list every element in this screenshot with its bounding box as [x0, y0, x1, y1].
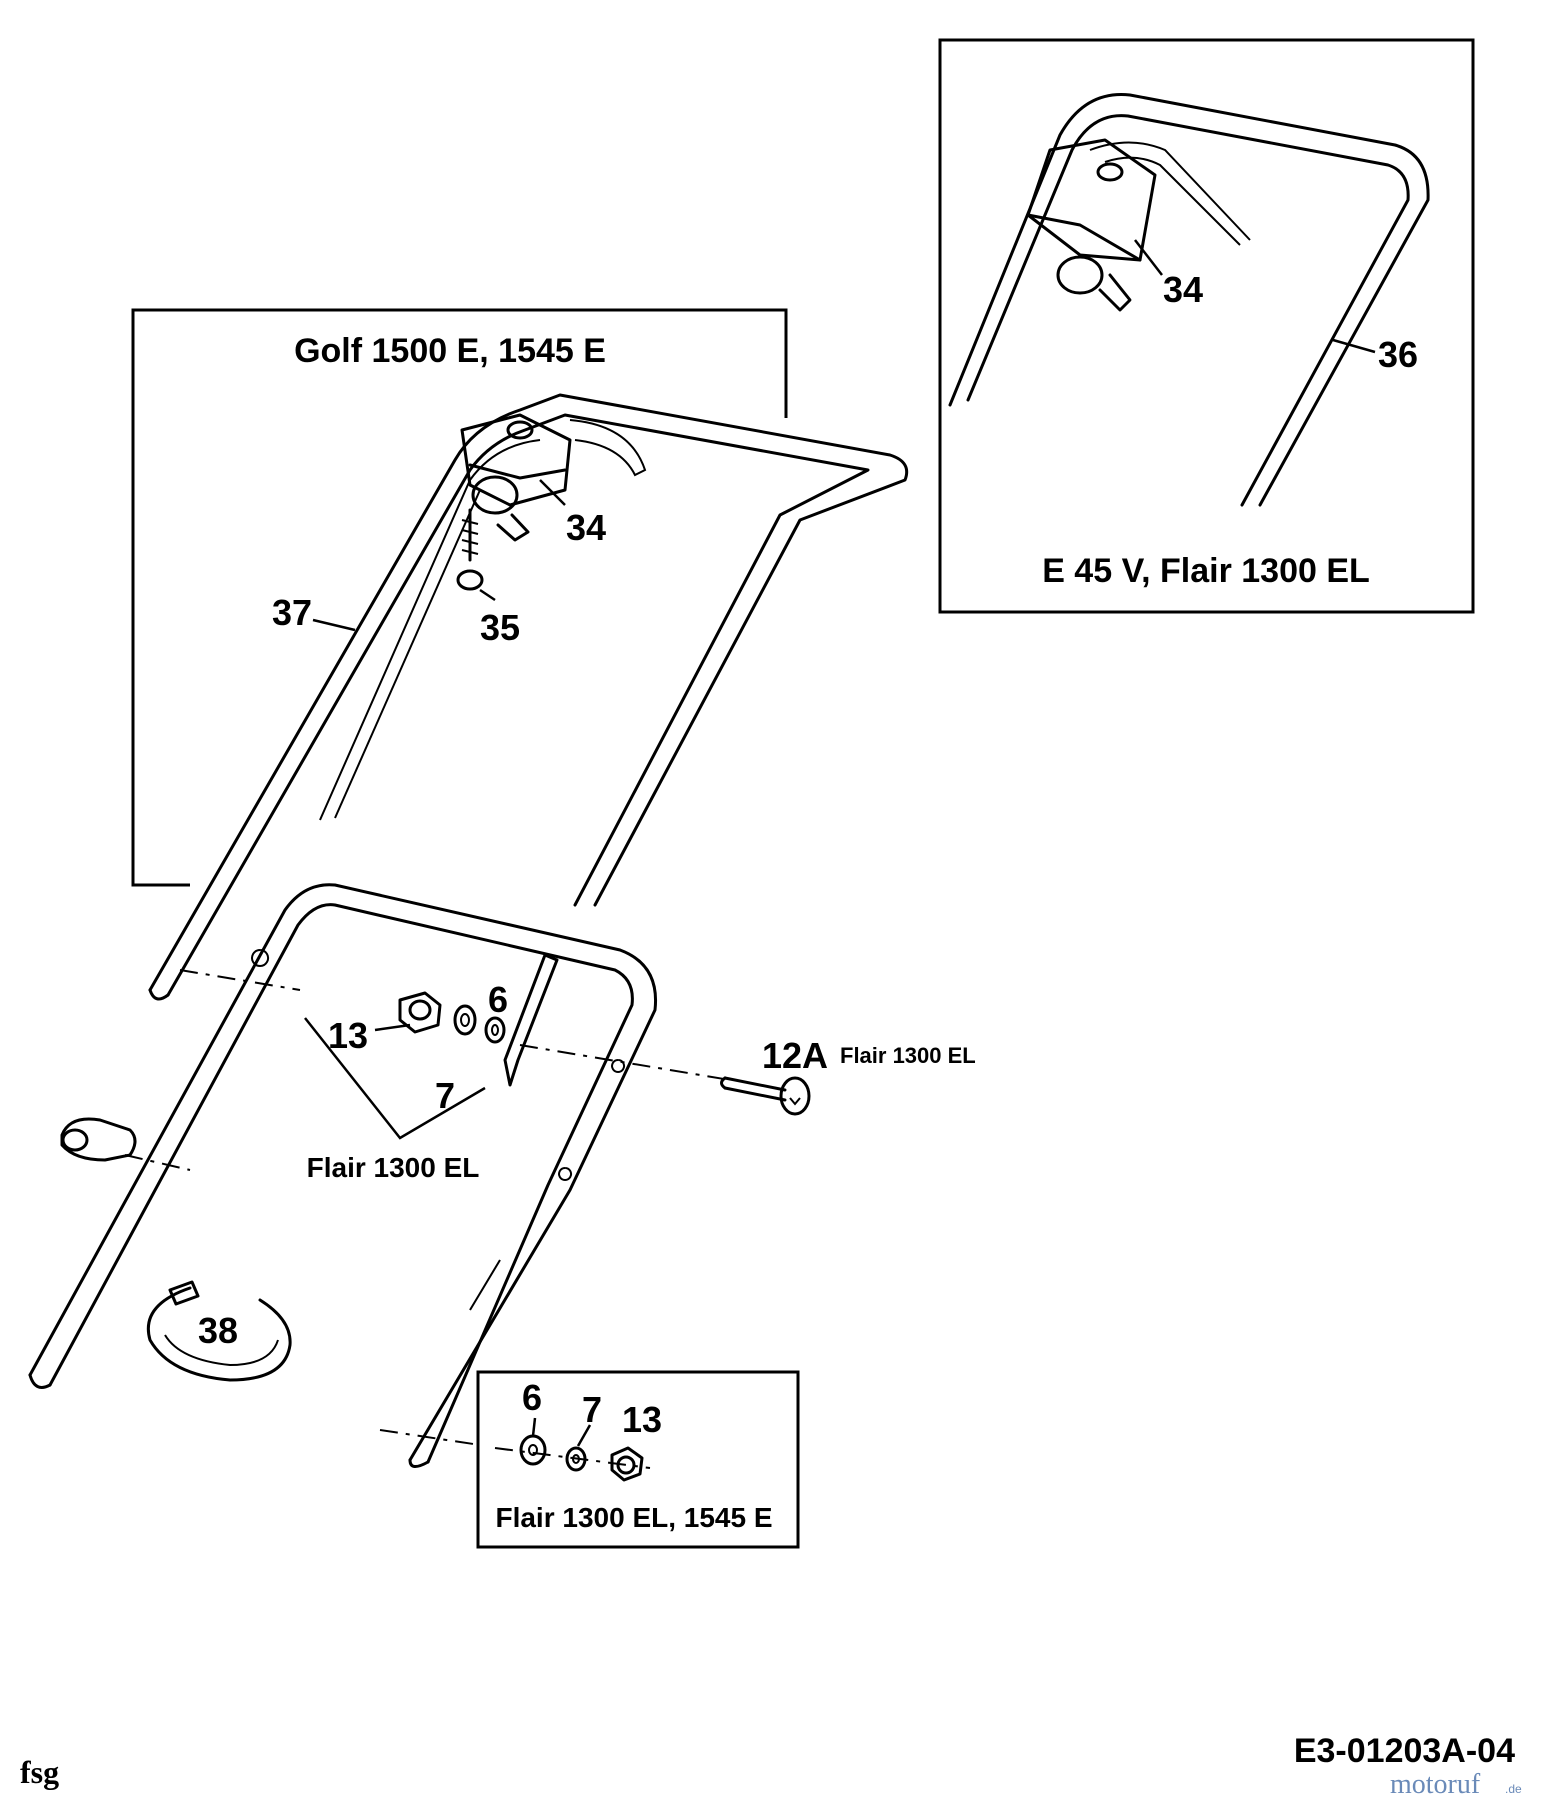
label-34-right: 34: [1163, 269, 1203, 310]
caption-top-right: E 45 V, Flair 1300 EL: [1042, 552, 1370, 590]
leader-36: [1332, 338, 1376, 354]
label-37: 37: [272, 592, 312, 633]
switch-box-34-right: [1026, 138, 1157, 312]
label-13-lower: 13: [622, 1399, 662, 1440]
note-flair-12a: Flair 1300 EL: [840, 1043, 976, 1068]
handle-pin: [503, 953, 559, 1087]
leader-37: [312, 618, 356, 632]
switch-box-34-left: [460, 413, 647, 542]
watermark-text: motoruf: [1390, 1769, 1481, 1800]
label-7-lower: 7: [582, 1389, 602, 1430]
cable-clip: [60, 1117, 137, 1162]
inset-box-top-left: [131, 308, 788, 887]
nut-13-upper: [398, 991, 442, 1034]
axis-line-bottom-inset: [494, 1447, 651, 1469]
label-34-left: 34: [566, 507, 606, 548]
inset-golf1500e-1545e: Golf 1500 E, 1545 E 34 35: [131, 308, 909, 1001]
leader-35: [479, 588, 496, 602]
inset-box-top-right: [938, 38, 1475, 614]
leader-6-lower: [531, 1417, 537, 1437]
washer-7-upper: [453, 1004, 477, 1036]
label-38: 38: [198, 1310, 238, 1351]
leader-7-lower: [576, 1424, 592, 1447]
lower-handle-tube: [28, 883, 658, 1468]
bracket-flair-upper: [304, 1017, 486, 1140]
inset-box-bottom: [476, 1370, 800, 1549]
label-12a: 12A: [762, 1035, 828, 1076]
screw-35: [456, 508, 484, 591]
diagram-code: E3-01203A-04: [1294, 1732, 1515, 1770]
watermark-suffix: .de: [1505, 1782, 1522, 1796]
caption-top-left: Golf 1500 E, 1545 E: [294, 332, 606, 370]
washer-6-lower: [519, 1434, 547, 1466]
footer-mark: fsg: [20, 1754, 59, 1790]
leader-34-left: [539, 479, 566, 506]
axis-line-upper: [179, 969, 301, 991]
label-36: 36: [1378, 334, 1418, 375]
axis-line-lower: [379, 1429, 481, 1446]
caption-bottom: Flair 1300 EL, 1545 E: [495, 1502, 772, 1533]
upper-handle-tube: [148, 393, 909, 1001]
label-7-upper: 7: [435, 1075, 455, 1116]
hose-clamp-38: [146, 1280, 292, 1382]
label-6-lower: 6: [522, 1377, 542, 1418]
bolt-12a: [720, 1076, 811, 1116]
label-6-upper: 6: [488, 979, 508, 1020]
washer-6-upper: [484, 1016, 506, 1044]
label-35: 35: [480, 607, 520, 648]
inset-e45v-flair1300el: 34 36 E 45 V, Flair 1300 EL: [938, 38, 1475, 614]
axis-line-left: [124, 1154, 191, 1171]
leader-34-right: [1134, 239, 1163, 276]
inset-flair1300el-1545e: 6 7 13 Flair 1300 EL, 1545 E: [476, 1370, 800, 1549]
note-flair-upper: Flair 1300 EL: [307, 1152, 480, 1183]
watermark-logo: motoruf .de: [1390, 1769, 1522, 1800]
handle-bar-36: [948, 93, 1430, 507]
leader-13-upper: [374, 1023, 411, 1032]
label-13-upper: 13: [328, 1015, 368, 1056]
